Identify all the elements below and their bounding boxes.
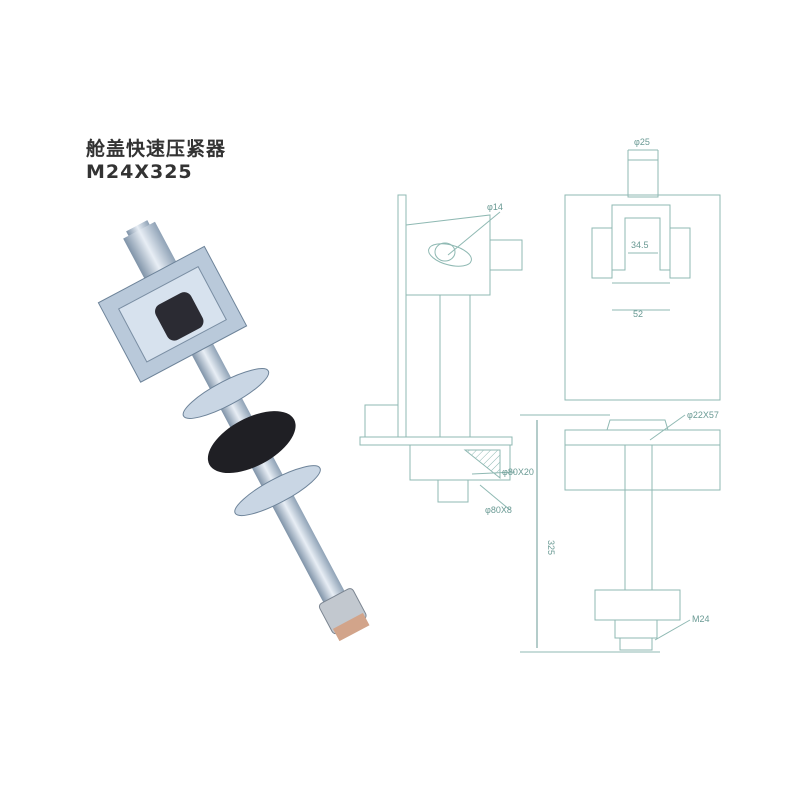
dim-phi80x20: φ80X20 [502,467,534,477]
lower-view [520,414,721,653]
technical-drawing [359,149,721,653]
front-view [564,149,721,401]
side-view [359,194,523,511]
dim-phi25: φ25 [634,137,650,147]
dim-34-5: 34.5 [631,240,649,250]
dim-phi14: φ14 [487,202,503,212]
dim-m24: M24 [692,614,710,624]
product-name: 舱盖快速压紧器 [86,138,227,160]
dim-phi80x8: φ80X8 [485,505,512,515]
dim-325: 325 [546,540,556,555]
clamp-photo [97,220,370,642]
dim-phi22x57: φ22X57 [687,410,719,420]
product-title: 舱盖快速压紧器 M24X325 [86,138,226,184]
dim-52: 52 [633,309,643,319]
washer [182,368,270,419]
rubber-seal [207,411,296,474]
product-model: M24X325 [86,161,193,183]
